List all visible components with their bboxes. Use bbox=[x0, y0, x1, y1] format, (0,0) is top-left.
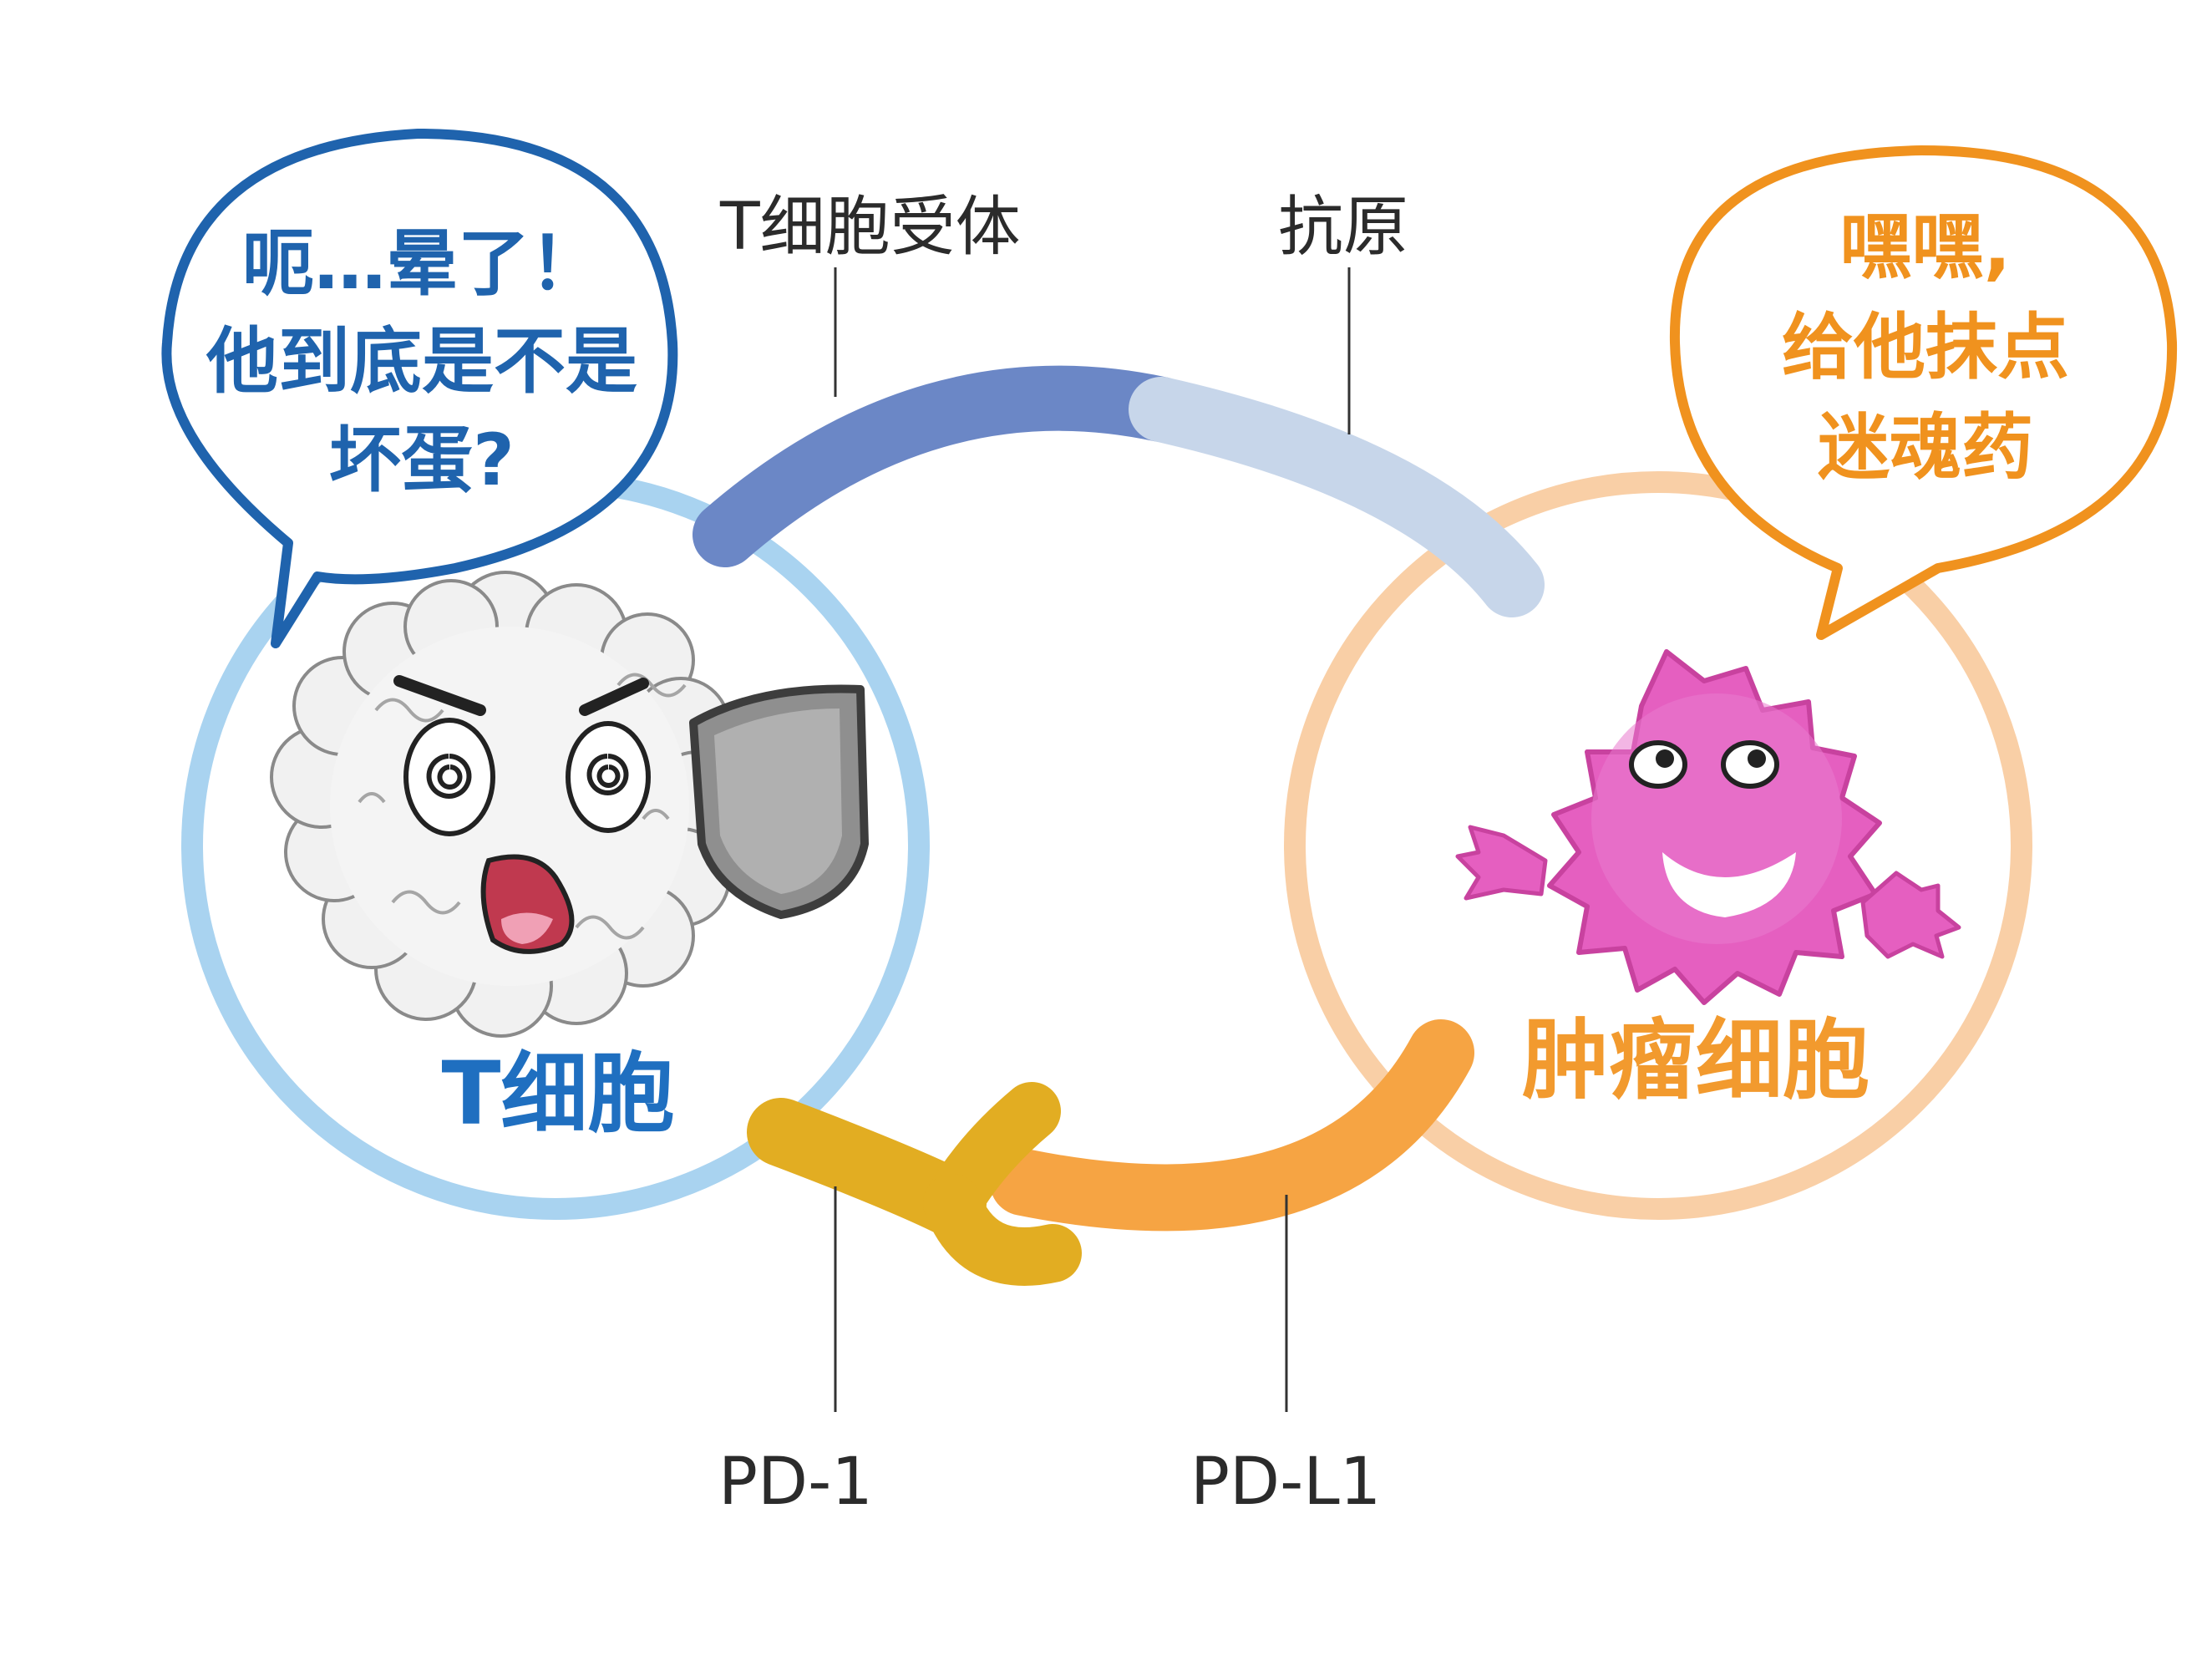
antigen-label: 抗原 bbox=[1278, 190, 1408, 265]
pd1-receptor bbox=[747, 1082, 1082, 1286]
tumor-cell-ring bbox=[1284, 471, 2032, 1220]
t-cell-left-eye bbox=[403, 718, 495, 836]
tumor-cell-speech-line-1: 嘿嘿, bbox=[1840, 206, 2012, 289]
pdl1-arc bbox=[990, 1019, 1474, 1232]
tumor-cell-name: 肿瘤细胞 bbox=[1522, 1009, 1870, 1111]
tumor-cell-speech-bubble bbox=[1669, 145, 2178, 640]
tumor-cell-character bbox=[1455, 649, 1961, 1005]
t-cell-speech-bubble bbox=[161, 129, 678, 648]
t-cell-name: T细胞 bbox=[442, 1043, 675, 1145]
tumor-cell-speech-line-2: 给他抹点 bbox=[1782, 306, 2069, 389]
t-cell-right-eye bbox=[566, 721, 651, 833]
t-cell-speech-line-2: 他到底是不是 bbox=[205, 320, 637, 404]
pdl1-label: PD-L1 bbox=[1190, 1445, 1381, 1520]
t-cell-receptor-label: T细胞受体 bbox=[719, 190, 1021, 265]
shield-icon bbox=[689, 684, 869, 919]
tumor-cell-speech-line-3: 迷魂药 bbox=[1818, 406, 2033, 490]
t-cell-receptor-arc bbox=[693, 365, 1194, 567]
antigen-arc bbox=[1129, 377, 1545, 617]
tumor-mouth bbox=[1662, 852, 1796, 917]
t-cell-speech-line-3: 坏蛋? bbox=[329, 419, 515, 502]
pd1-label: PD-1 bbox=[718, 1445, 873, 1520]
t-cell-speech-line-1: 呃…晕了！ bbox=[242, 222, 601, 306]
t-cell-character bbox=[270, 571, 749, 1038]
